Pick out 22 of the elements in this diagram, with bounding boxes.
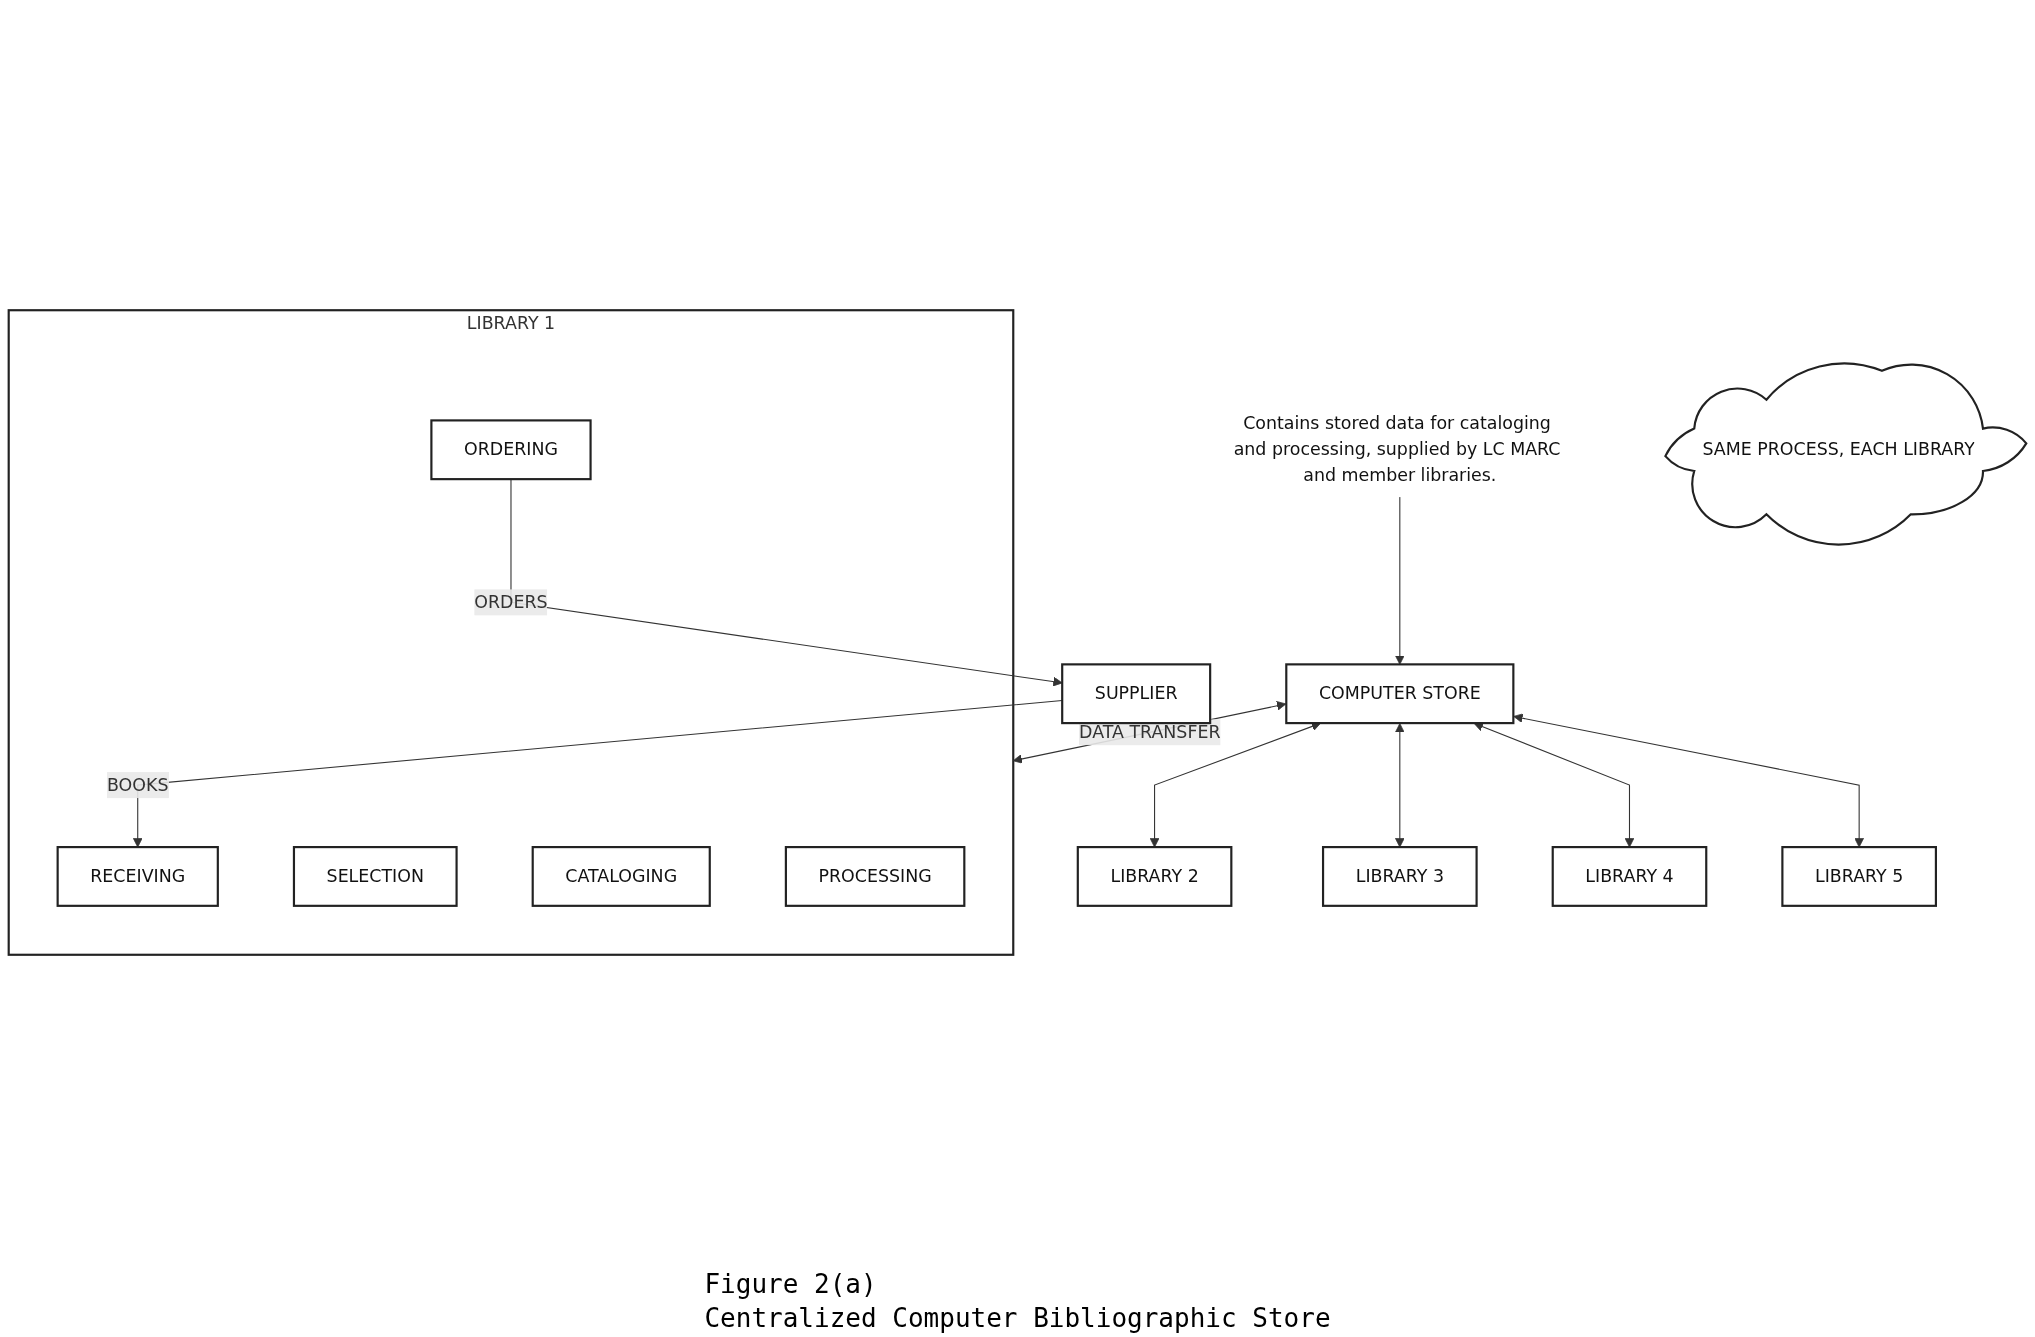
node-box: LIBRARY 4: [1551, 846, 1708, 907]
node-box: SUPPLIER: [1061, 663, 1212, 725]
figure-number: Figure 2(a): [704, 1269, 878, 1299]
node-box: LIBRARY 3: [1321, 846, 1478, 907]
edge-label: ORDERS: [474, 591, 548, 613]
node-box: SELECTION: [292, 846, 458, 907]
node-box: PROCESSING: [784, 846, 966, 907]
arrow: [1012, 701, 1287, 764]
edge-label: DATA TRANSFER: [1079, 721, 1221, 743]
arrow: [1395, 723, 1405, 848]
arrow: [1513, 713, 1864, 848]
arrow: [132, 699, 1063, 848]
caption: Centralized Computer Bibliographic Store: [704, 1303, 1331, 1333]
arrow: [1395, 496, 1405, 665]
node-box: CATALOGING: [531, 846, 711, 907]
node-box: LIBRARY 2: [1076, 846, 1233, 907]
node-text: Contains stored data for cataloging and processing, supplied by LC MARC and member libraries.: [1233, 412, 1561, 486]
edge-label: BOOKS: [106, 774, 169, 795]
node-box: LIBRARY 5: [1781, 846, 1937, 907]
node-box: COMPUTER STORE: [1285, 663, 1515, 725]
node-box: ORDERING: [430, 419, 592, 481]
node-box: RECEIVING: [56, 846, 219, 907]
